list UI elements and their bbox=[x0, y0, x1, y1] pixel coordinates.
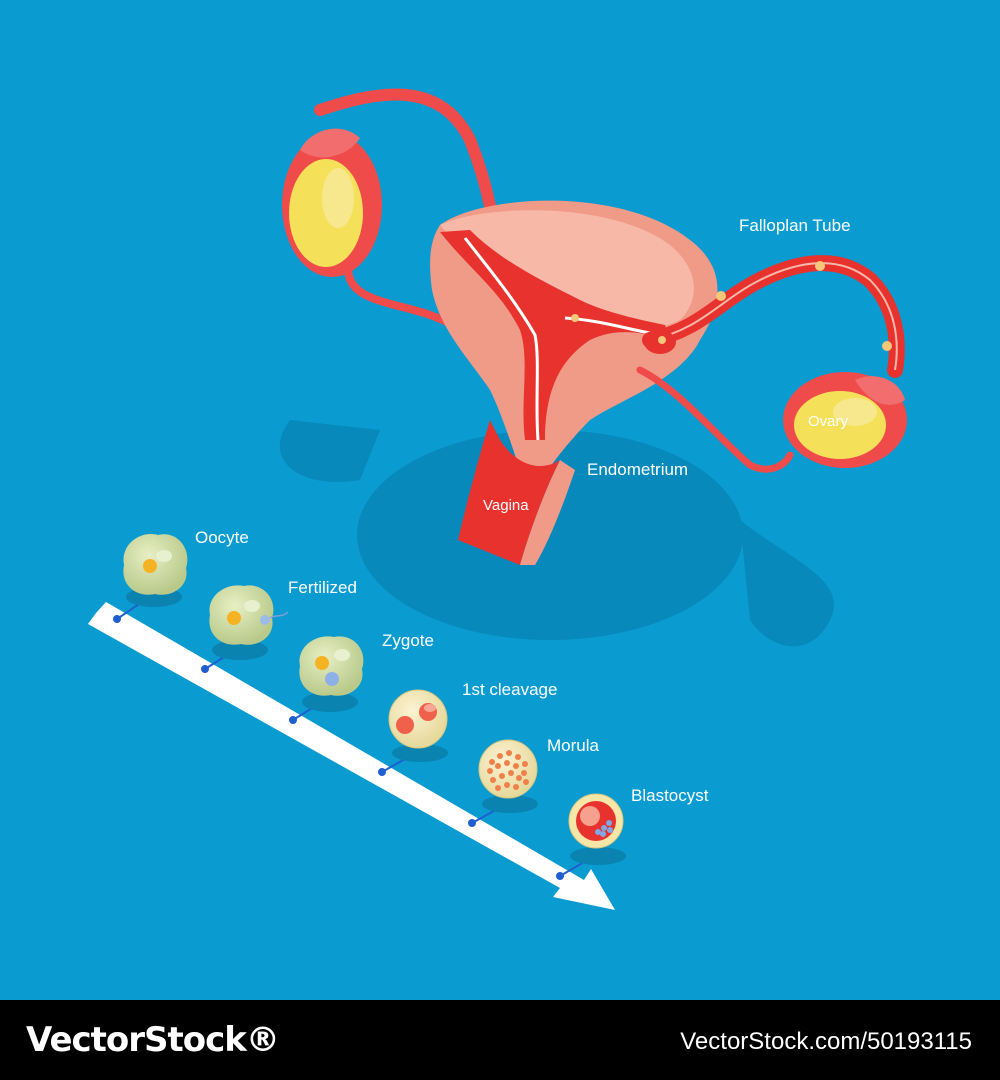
cell-fertilized bbox=[209, 585, 289, 660]
right-fallopian-tube bbox=[571, 255, 905, 473]
falloplan-tube-label: Falloplan Tube bbox=[739, 216, 851, 235]
uterus bbox=[430, 200, 718, 565]
right-ovary bbox=[783, 372, 907, 468]
endometrium-label: Endometrium bbox=[587, 460, 689, 479]
cell-zygote bbox=[299, 636, 364, 712]
ovary-label: Ovary bbox=[808, 413, 849, 430]
stage-label-1st-cleavage: 1st cleavage bbox=[462, 680, 558, 699]
brand-logo[interactable]: VectorStock® bbox=[26, 1020, 280, 1060]
timeline-arrow bbox=[88, 602, 615, 910]
vagina-label: Vagina bbox=[483, 497, 529, 514]
stage-label-morula: Morula bbox=[547, 736, 599, 755]
reproduction-diagram: Falloplan Tube Ovary Endometrium Vagina … bbox=[88, 88, 907, 910]
cell-morula bbox=[478, 739, 538, 813]
stage-label-oocyte: Oocyte bbox=[195, 528, 249, 547]
stage-label-fertilized: Fertilized bbox=[288, 578, 357, 597]
watermark-footer: VectorStock® VectorStock.com/50193115 bbox=[0, 1000, 1000, 1080]
cell-oocyte bbox=[123, 534, 188, 607]
cell-blastocyst bbox=[568, 793, 626, 865]
stage-label-blastocyst: Blastocyst bbox=[631, 786, 709, 805]
stage-label-zygote: Zygote bbox=[382, 631, 434, 650]
stock-id: VectorStock.com/50193115 bbox=[680, 1028, 972, 1055]
cell-1st-cleavage bbox=[388, 689, 448, 762]
diagram-canvas bbox=[88, 88, 907, 910]
